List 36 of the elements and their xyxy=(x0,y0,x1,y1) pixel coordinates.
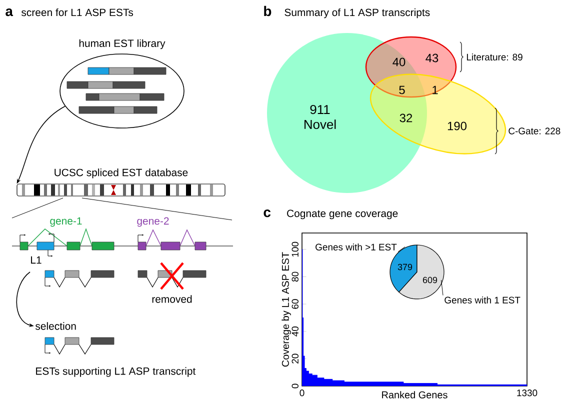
bracket-label: C-Gate: 228 xyxy=(508,128,560,134)
leader-line xyxy=(398,246,406,252)
y-tick-label: 40 xyxy=(292,326,298,336)
count-label: 32 xyxy=(400,114,412,122)
y-tick-label: 80 xyxy=(292,272,298,282)
y-tick-label: 0 xyxy=(292,384,298,388)
chart-title: Cognate gene coverage xyxy=(287,210,398,220)
count-label: 1 xyxy=(432,86,438,94)
gene-label: gene-1 xyxy=(50,217,82,227)
x-tick-label: 1330 xyxy=(517,390,538,396)
panel-letter: c xyxy=(264,210,271,218)
leader-line xyxy=(440,280,444,296)
pie-label: Genes with 1 EST xyxy=(443,296,522,304)
y-tick-label: 20 xyxy=(292,354,298,364)
bracket-label: Literature: 89 xyxy=(466,54,522,60)
y-tick-label: 60 xyxy=(292,299,298,309)
y-tick-label: 100 xyxy=(292,242,298,257)
node-label: UCSC spliced EST database xyxy=(54,168,188,178)
y-axis-title: Coverage by L1 ASP EST xyxy=(282,252,291,367)
count-label: 40 xyxy=(392,58,406,66)
status-label: removed xyxy=(152,295,192,303)
count-label: 5 xyxy=(399,86,405,94)
panel-letter: a xyxy=(6,8,14,16)
x-axis-title: Ranked Genes xyxy=(382,391,448,398)
chromosome: UCSC spliced EST database xyxy=(16,168,226,196)
gene-label: L1 xyxy=(31,256,42,264)
node-label: human EST library xyxy=(79,39,166,50)
panel-heading: Summary of L1 ASP transcripts xyxy=(284,8,430,18)
panel-heading: screen for L1 ASP ESTs xyxy=(22,8,134,16)
count-label: 190 xyxy=(448,122,467,130)
step-label: ESTs supporting L1 ASP transcript xyxy=(36,367,196,377)
count-label: 43 xyxy=(426,54,438,62)
count-label: 911 Novel xyxy=(304,104,336,130)
gene-label: gene-2 xyxy=(137,217,169,227)
panel-letter: b xyxy=(264,6,272,16)
step-label: selection xyxy=(36,322,76,330)
